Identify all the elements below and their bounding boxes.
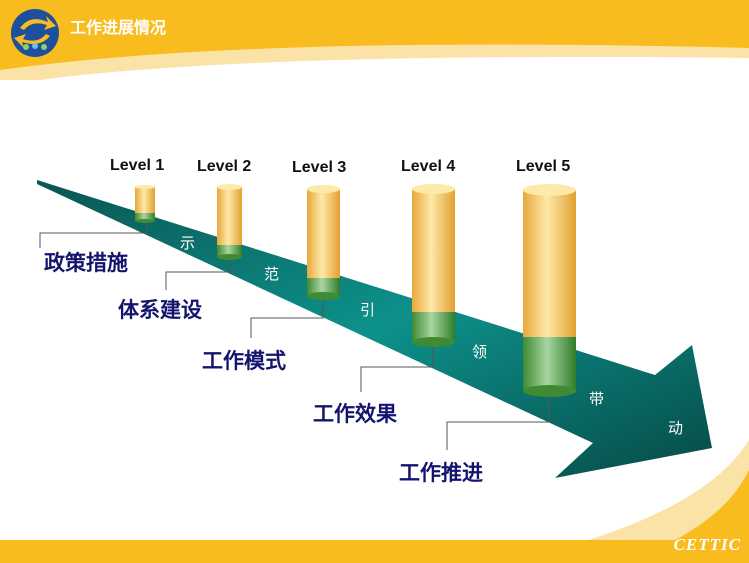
step-label-1: 政策措施	[44, 251, 128, 275]
level-3-label: Level 3	[292, 159, 347, 176]
arrow-char-6: 动	[668, 419, 684, 437]
arrow-char-3: 引	[360, 301, 376, 319]
cylinder-level-4	[412, 184, 455, 347]
level-4-label: Level 4	[401, 158, 456, 175]
cylinder-level-2	[217, 184, 242, 260]
progress-arrow	[37, 180, 712, 478]
arrow-char-4: 领	[472, 343, 488, 361]
level-1-label: Level 1	[110, 157, 165, 174]
arrow-char-1: 示	[180, 234, 196, 252]
footer-band	[0, 540, 749, 563]
level-5-label: Level 5	[516, 158, 571, 175]
cylinder-level-5	[523, 184, 576, 397]
step-label-3: 工作模式	[202, 349, 286, 373]
page-title: 工作进展情况	[70, 18, 167, 37]
brand-logo: CETTIC	[673, 535, 741, 554]
level-2-label: Level 2	[197, 158, 252, 175]
arrow-char-5: 带	[589, 390, 605, 408]
step-label-4: 工作效果	[313, 402, 397, 426]
step-label-2: 体系建设	[118, 298, 202, 322]
footer-curve	[500, 440, 749, 563]
footer-curve-inner	[620, 470, 749, 563]
header-curve-inner	[40, 56, 749, 80]
step-label-5: 工作推进	[399, 461, 483, 485]
cylinder-level-3	[307, 185, 340, 300]
cylinder-level-1	[135, 185, 155, 223]
circular-arrows-people-logo	[11, 9, 59, 57]
leader-lines	[39, 222, 550, 450]
arrow-char-2: 范	[264, 265, 280, 283]
